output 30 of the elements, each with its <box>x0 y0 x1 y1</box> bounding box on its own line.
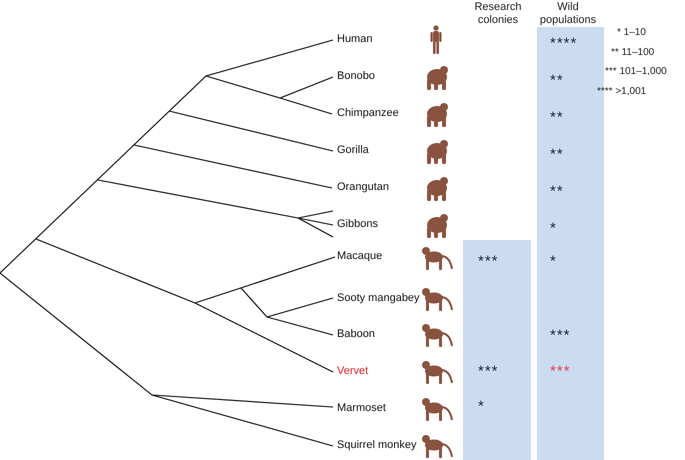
species-name: Human <box>337 33 372 46</box>
abundance-stars: *** <box>478 364 499 379</box>
species-name: Baboon <box>337 328 375 341</box>
abundance-stars: *** <box>478 254 499 269</box>
legend-entry: ** 11–100 <box>611 47 654 59</box>
species-name: Gibbons <box>337 218 378 231</box>
species-name: Vervet <box>337 365 368 378</box>
species-name: Marmoset <box>337 402 386 415</box>
column-header: Research colonies <box>473 1 523 27</box>
column-header: Wild populations <box>538 1 598 27</box>
abundance-stars: * <box>550 221 557 236</box>
species-name: Chimpanzee <box>337 107 399 120</box>
species-name: Squirrel monkey <box>337 439 416 452</box>
abundance-stars: ** <box>550 73 564 88</box>
abundance-stars: * <box>478 399 485 414</box>
abundance-stars: *** <box>550 328 571 343</box>
legend-entry: **** >1,001 <box>597 86 646 98</box>
abundance-stars: ** <box>550 147 564 162</box>
species-name: Macaque <box>337 250 382 263</box>
species-name: Orangutan <box>337 181 389 194</box>
abundance-stars: ** <box>550 184 564 199</box>
legend-entry: *** 101–1,000 <box>605 66 667 78</box>
legend-entry: * 1–10 <box>617 27 646 39</box>
abundance-stars: ** <box>550 110 564 125</box>
species-name: Gorilla <box>337 144 369 157</box>
abundance-stars: *** <box>550 364 571 379</box>
abundance-stars: **** <box>550 36 578 51</box>
abundance-stars: * <box>550 254 557 269</box>
species-name: Bonobo <box>337 70 375 83</box>
species-name: Sooty mangabey <box>337 292 420 305</box>
